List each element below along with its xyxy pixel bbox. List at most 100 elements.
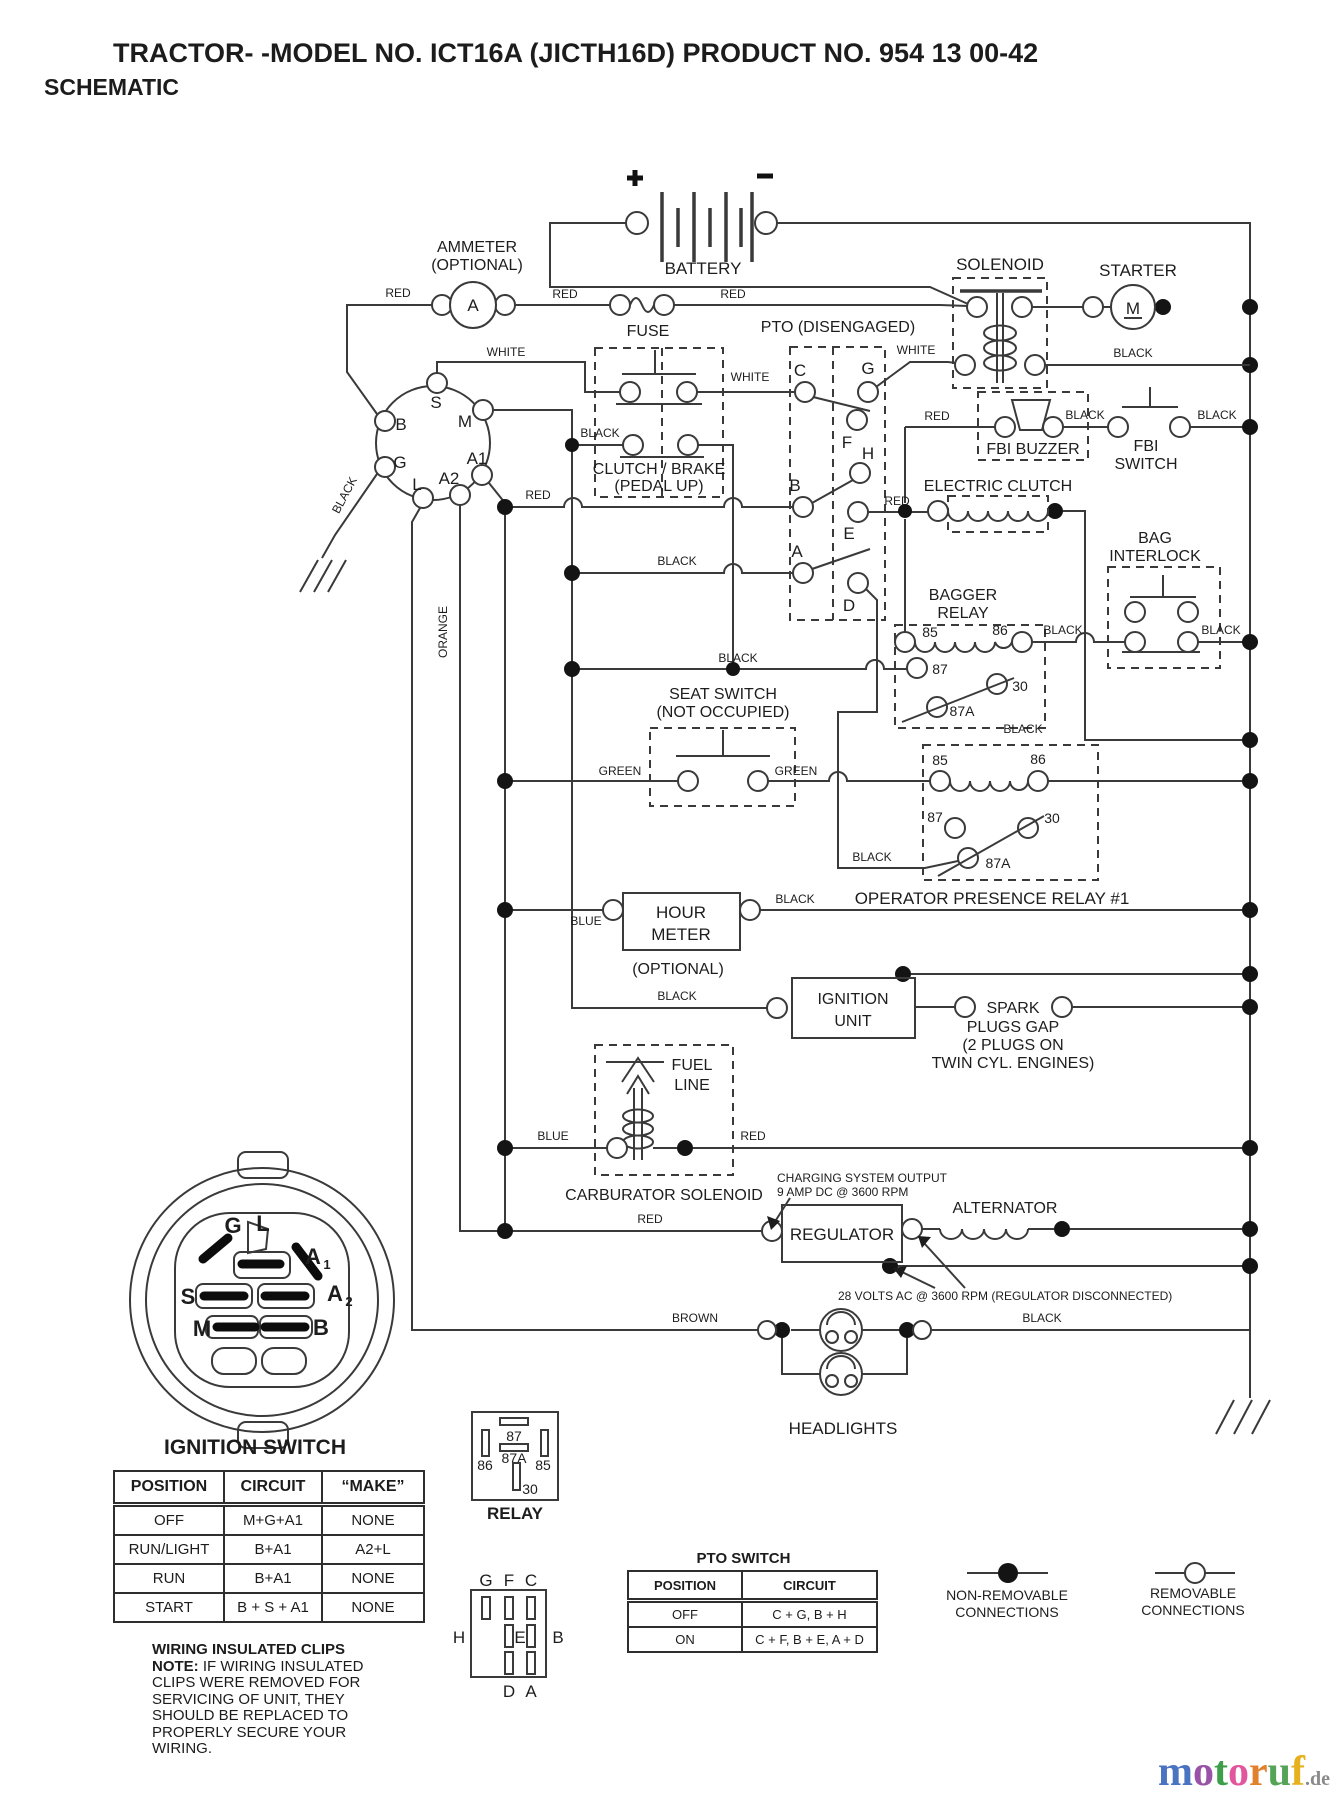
ignition-switch-caption: IGNITION SWITCH bbox=[164, 1436, 346, 1459]
note-bold: NOTE: bbox=[152, 1657, 199, 1675]
wiring-note: WIRING INSULATED CLIPS NOTE: IF WIRING I… bbox=[152, 1641, 402, 1758]
pin-b2: B bbox=[789, 476, 800, 495]
label-seat-switch: SEAT SWITCH bbox=[669, 686, 777, 703]
pin-f: F bbox=[842, 433, 852, 452]
wire-label-red: RED bbox=[924, 409, 950, 423]
fuse: FUSE bbox=[609, 294, 675, 340]
opr-87a: 87A bbox=[986, 855, 1012, 871]
table-header-row: POSITION CIRCUIT “MAKE” bbox=[113, 1470, 425, 1507]
watermark-letter: m bbox=[1158, 1749, 1193, 1795]
seat-switch: SEAT SWITCH (NOT OCCUPIED) bbox=[649, 686, 796, 807]
col-position: POSITION bbox=[627, 1570, 743, 1603]
wire-label-red: RED bbox=[525, 488, 551, 502]
label-twin-cyl: TWIN CYL. ENGINES) bbox=[932, 1055, 1095, 1072]
wire-label-black: BLACK bbox=[657, 989, 696, 1003]
legend-removable-2: CONNECTIONS bbox=[1141, 1602, 1244, 1618]
wire-label-black: BLACK bbox=[718, 651, 757, 665]
label-fbi: FBI bbox=[1134, 438, 1159, 455]
label-ammeter: AMMETER bbox=[437, 239, 517, 256]
pin-h: H bbox=[862, 444, 874, 463]
label-2-plugs: (2 PLUGS ON bbox=[962, 1037, 1063, 1054]
cell: C + G, B + H bbox=[741, 1599, 878, 1628]
label-spark: SPARK bbox=[986, 1000, 1039, 1017]
label-fuse: FUSE bbox=[627, 323, 670, 340]
cell: M+G+A1 bbox=[223, 1503, 323, 1536]
pin-a: A bbox=[791, 542, 803, 561]
cell: NONE bbox=[321, 1592, 425, 1623]
bagger-87a: 87A bbox=[950, 703, 976, 719]
ignition-switch-table: POSITION CIRCUIT “MAKE” OFF M+G+A1 NONE … bbox=[113, 1470, 425, 1623]
wire-label-brown: BROWN bbox=[672, 1311, 718, 1325]
pin-g2: G bbox=[861, 359, 874, 378]
conn-a1: A bbox=[305, 1244, 321, 1269]
note-title: WIRING INSULATED CLIPS bbox=[152, 1641, 346, 1658]
wire-label-black: BLACK bbox=[1113, 346, 1152, 360]
spark-plugs: SPARK PLUGS GAP (2 PLUGS ON TWIN CYL. EN… bbox=[932, 996, 1095, 1072]
ignition-switch-connector: G L A 1 A 2 S M B bbox=[129, 1151, 395, 1449]
label-meter: METER bbox=[651, 925, 711, 944]
col-make: “MAKE” bbox=[321, 1470, 425, 1507]
solenoid: SOLENOID bbox=[952, 255, 1250, 389]
label-headlights: HEADLIGHTS bbox=[789, 1419, 898, 1438]
ptoc-f: F bbox=[504, 1571, 514, 1590]
wire-label-black: BLACK bbox=[1197, 408, 1236, 422]
conn-s: S bbox=[181, 1284, 196, 1309]
opr-30: 30 bbox=[1044, 810, 1060, 826]
bagger-30: 30 bbox=[1012, 678, 1028, 694]
page-title: TRACTOR- -MODEL NO. ICT16A (JICTH16D) PR… bbox=[113, 38, 1039, 68]
pin-b: B bbox=[395, 415, 406, 434]
note-line: CLIPS WERE REMOVED FOR bbox=[152, 1674, 361, 1691]
watermark-letter: f bbox=[1291, 1749, 1306, 1795]
label-clutch-brake: CLUTCH / BRAKE bbox=[593, 461, 725, 478]
cell: B+A1 bbox=[223, 1563, 323, 1594]
regulator: REGULATOR CHARGING SYSTEM OUTPUT 9 AMP D… bbox=[761, 1171, 1172, 1303]
bagger-85: 85 bbox=[922, 624, 938, 640]
note-text: IF WIRING INSULATED bbox=[202, 1657, 364, 1675]
table-row: ON C + F, B + E, A + D bbox=[627, 1626, 878, 1653]
cell: NONE bbox=[321, 1503, 425, 1536]
label-bagger: BAGGER bbox=[929, 587, 997, 604]
cell: B+A1 bbox=[223, 1534, 323, 1565]
label-unit: UNIT bbox=[834, 1013, 872, 1030]
headlights: HEADLIGHTS bbox=[757, 1308, 932, 1438]
label-hm-optional: (OPTIONAL) bbox=[632, 961, 724, 978]
legend-non-removable-2: CONNECTIONS bbox=[955, 1604, 1058, 1620]
opr-87: 87 bbox=[927, 809, 943, 825]
pto-switch-title: PTO SWITCH bbox=[696, 1550, 791, 1567]
ptoc-e: E bbox=[514, 1628, 525, 1647]
bagger-87: 87 bbox=[932, 661, 948, 677]
wire-label-red: RED bbox=[884, 494, 910, 508]
label-interlock: INTERLOCK bbox=[1109, 548, 1201, 565]
electric-clutch: ELECTRIC CLUTCH bbox=[924, 478, 1072, 533]
label-fuel: FUEL bbox=[672, 1057, 713, 1074]
relay-30: 30 bbox=[522, 1481, 538, 1497]
ptoc-g: G bbox=[479, 1571, 492, 1590]
ptoc-h: H bbox=[453, 1628, 465, 1647]
label-plugs-gap: PLUGS GAP bbox=[967, 1019, 1059, 1036]
note-line: PROPERLY SECURE YOUR bbox=[152, 1723, 347, 1741]
conn-m: M bbox=[193, 1316, 211, 1341]
pin-e: E bbox=[843, 524, 854, 543]
label-pto: PTO (DISENGAGED) bbox=[761, 319, 915, 336]
wire-label-black: BLACK bbox=[1003, 722, 1042, 736]
pin-l: L bbox=[412, 475, 421, 494]
watermark-letter: o bbox=[1228, 1749, 1249, 1795]
ammeter: AMMETER (OPTIONAL) A bbox=[431, 239, 523, 329]
relay-87: 87 bbox=[506, 1428, 522, 1444]
ptoc-c: C bbox=[525, 1571, 537, 1590]
pto-connector: G F C E H B D A bbox=[453, 1571, 564, 1701]
cell: OFF bbox=[113, 1503, 225, 1536]
pin-a2: A2 bbox=[439, 469, 460, 488]
label-ammeter-a: A bbox=[467, 296, 479, 315]
label-relay: RELAY bbox=[487, 1504, 544, 1523]
cell: ON bbox=[627, 1626, 743, 1653]
table-row: START B + S + A1 NONE bbox=[113, 1592, 425, 1623]
wire-label-green: GREEN bbox=[599, 764, 642, 778]
wire-label-red: RED bbox=[637, 1212, 663, 1226]
legend-non-removable-1: NON-REMOVABLE bbox=[946, 1587, 1068, 1603]
wire-labels: RED RED RED WHITE WHITE WHITE BLACK RED … bbox=[385, 286, 1240, 1325]
wire-label-red: RED bbox=[740, 1129, 766, 1143]
wire-label-black: BLACK bbox=[657, 554, 696, 568]
label-carburator: CARBURATOR SOLENOID bbox=[565, 1187, 763, 1204]
